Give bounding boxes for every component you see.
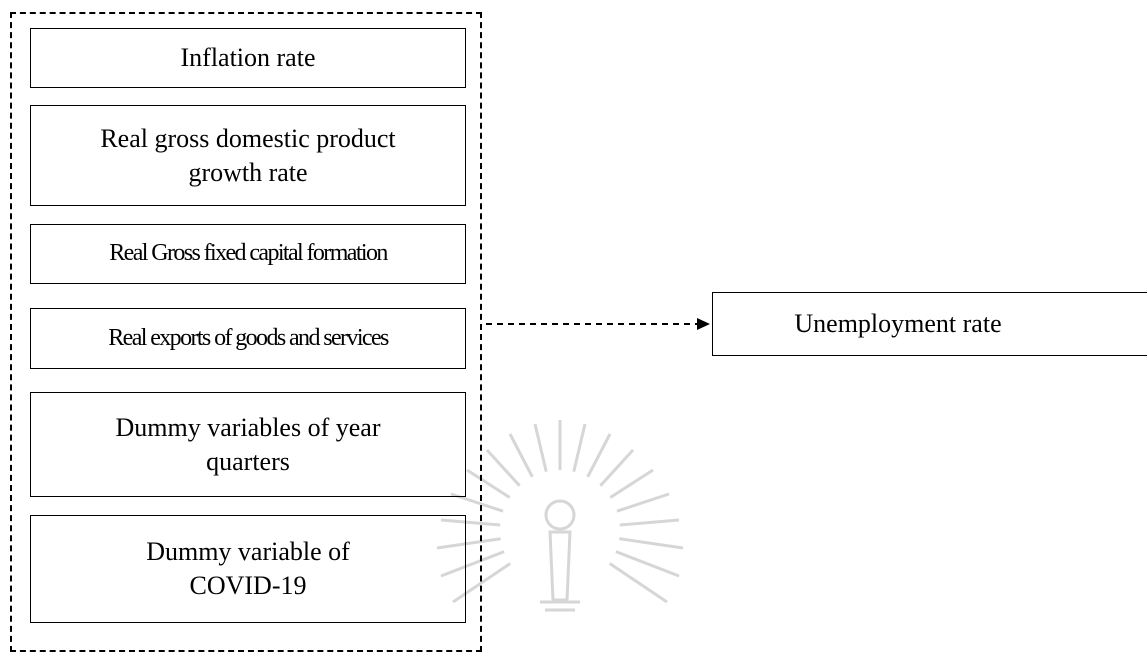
dependent-variable-box-unemployment-rate: Unemployment rate	[712, 292, 1147, 356]
variable-label-line: Real Gross fixed capital formation	[109, 240, 388, 267]
variable-box-dummy-covid-19: Dummy variable of COVID-19	[30, 515, 466, 623]
variable-box-real-gdp-growth-rate: Real gross domestic product growth rate	[30, 105, 466, 206]
variable-box-real-gross-fixed-capital-formation: Real Gross fixed capital formation	[30, 224, 466, 284]
variable-label-line: Inflation rate	[180, 43, 316, 73]
variable-label-line: Dummy variable of	[146, 537, 350, 567]
variable-box-real-exports: Real exports of goods and services	[30, 308, 466, 369]
variable-label-line: Real gross domestic product	[100, 123, 396, 153]
variable-label-line: growth rate	[188, 157, 308, 187]
dependent-variable-label: Unemployment rate	[794, 309, 1002, 338]
variable-label-line: Dummy variables of year	[115, 412, 381, 442]
variable-box-dummy-year-quarters: Dummy variables of year quarters	[30, 392, 466, 497]
variable-box-inflation-rate: Inflation rate	[30, 28, 466, 88]
variable-label-line: COVID-19	[189, 571, 307, 600]
variable-label-line: quarters	[206, 446, 290, 476]
arrowhead-icon	[697, 318, 710, 330]
variable-label-line: Real exports of goods and services	[108, 324, 389, 351]
